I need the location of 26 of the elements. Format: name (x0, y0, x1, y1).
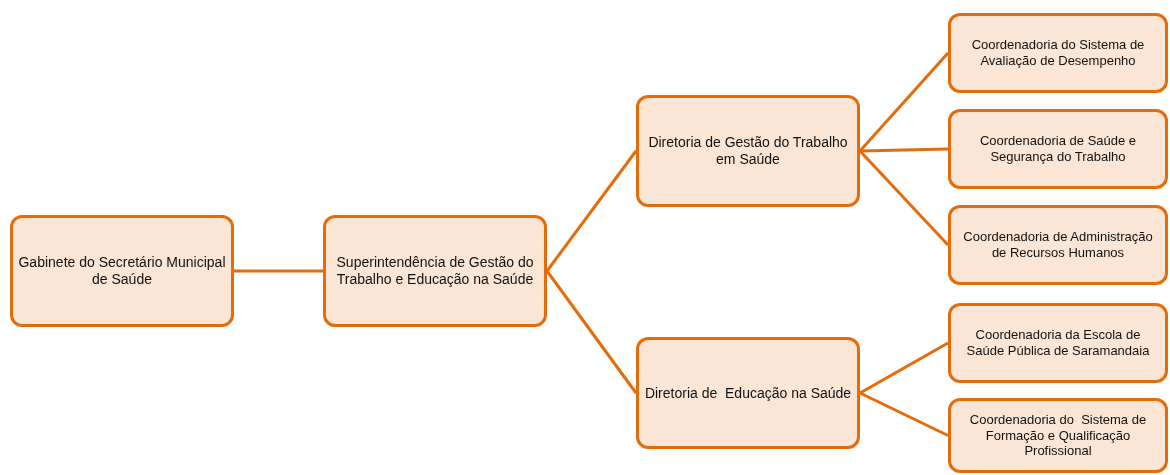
org-box (948, 398, 1168, 473)
box-label: Diretoria de Educação na Saúde (644, 384, 852, 402)
org-box (948, 205, 1168, 285)
org-box (10, 215, 234, 327)
box-label: Coordenadoria de Saúde e Segurança do Trabalho (978, 133, 1138, 165)
box-label: Coordenadoria do Sistema de Avaliação de Desempenho (970, 37, 1146, 69)
box-label: Diretoria de Gestão do Trabalho em Saúde (647, 134, 849, 168)
org-box (948, 109, 1168, 189)
box-label: Coordenadoria do Sistema de Formação e Qualificação Profissional (968, 412, 1148, 459)
connector-line (859, 391, 949, 437)
connector-line (858, 149, 950, 247)
org-box (323, 215, 547, 327)
box-label: Coordenadoria da Escola de Saúde Pública de Saramandaia (965, 327, 1151, 359)
org-box (636, 337, 860, 449)
connector-line (545, 150, 638, 272)
connector-line (859, 147, 949, 153)
box-label: Superintendência de Gestão do Trabalho e Educação na Saúde (335, 254, 535, 288)
box-label: Coordenadoria de Administração de Recursos Humanos (962, 229, 1154, 261)
org-box (636, 95, 860, 207)
connector-line (234, 269, 323, 273)
connector-line (858, 52, 950, 152)
org-box (948, 13, 1168, 93)
connector-line (859, 341, 949, 395)
org-box (948, 303, 1168, 383)
box-label: Gabinete do Secretário Municipal de Saúde (18, 254, 226, 288)
connector-line (545, 270, 638, 394)
